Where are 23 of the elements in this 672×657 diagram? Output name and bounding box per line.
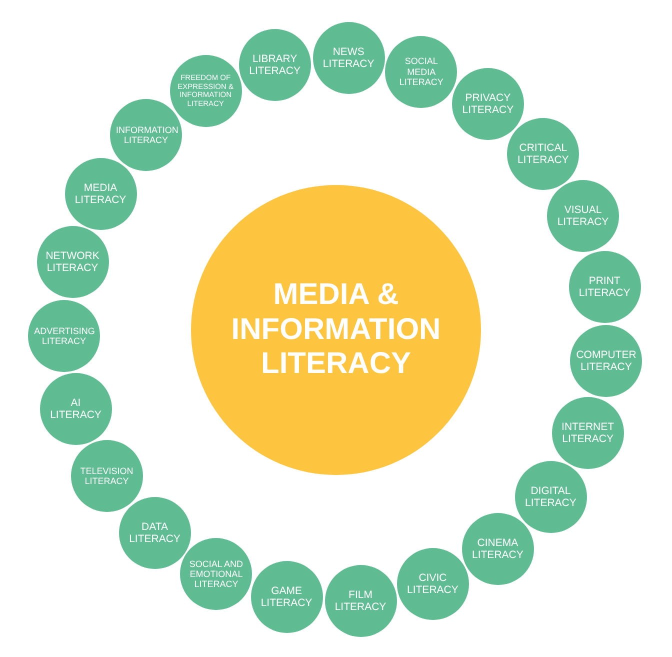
- topic-label: TELEVISION LITERACY: [79, 466, 134, 487]
- topic-label: PRIVACY LITERACY: [461, 92, 515, 116]
- topic-label: GAME LITERACY: [260, 585, 314, 610]
- topic-label: LIBRARY LITERACY: [248, 52, 302, 78]
- topic-label: DATA LITERACY: [128, 520, 182, 545]
- topic-label: VISUAL LITERACY: [556, 204, 610, 228]
- topic-label: DIGITAL LITERACY: [524, 484, 578, 510]
- topic-label: NETWORK LITERACY: [44, 250, 100, 274]
- topic-label: INFORMATION LITERACY: [116, 125, 176, 146]
- topic-label: NEWS LITERACY: [322, 46, 376, 70]
- topic-label: PRINT LITERACY: [578, 274, 632, 300]
- topic-label: MEDIA & INFORMATION LITERACY: [230, 278, 442, 382]
- topic-label: CINEMA LITERACY: [471, 536, 524, 561]
- topic-label: INTERNET LITERACY: [560, 420, 616, 445]
- topic-label: ADVERTISING LITERACY: [34, 326, 94, 346]
- topic-label: CRITICAL LITERACY: [516, 142, 570, 166]
- topic-label: COMPUTER LITERACY: [576, 349, 636, 374]
- topic-label: FILM LITERACY: [334, 588, 388, 613]
- topic-label: SOCIAL AND EMOTIONAL LITERACY: [188, 558, 244, 590]
- topic-label: CIVIC LITERACY: [406, 572, 460, 596]
- topic-label: AI LITERACY: [49, 397, 102, 422]
- topic-label: SOCIAL MEDIA LITERACY: [398, 56, 444, 88]
- topic-label: MEDIA LITERACY: [74, 182, 128, 206]
